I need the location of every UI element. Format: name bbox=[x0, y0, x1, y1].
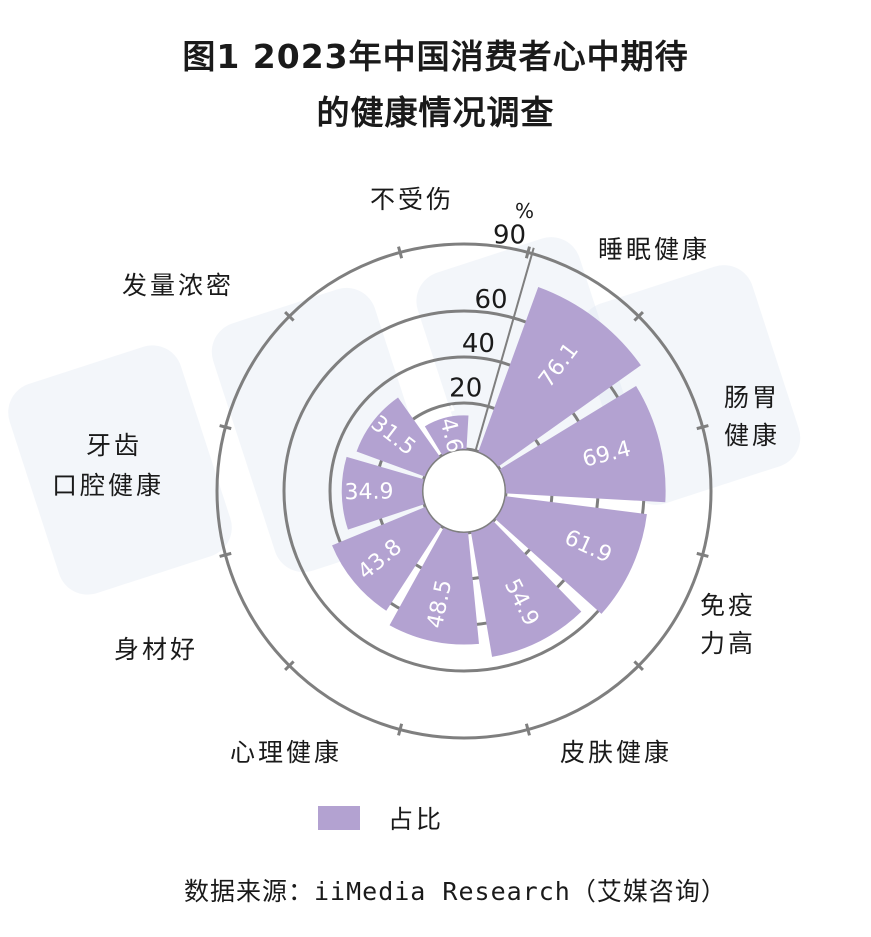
tick-label-40: 40 bbox=[462, 329, 495, 359]
bar-8 bbox=[424, 415, 469, 456]
chart-title-line2: 的健康情况调查 bbox=[316, 93, 555, 132]
tick-label-90: 90 bbox=[493, 221, 526, 251]
bar-1 bbox=[499, 385, 666, 503]
category-label-mental: 心理健康 bbox=[230, 738, 343, 767]
source-note: 数据来源：iiMedia Research（艾媒咨询） bbox=[184, 877, 727, 906]
outer-tick bbox=[524, 246, 531, 259]
category-label-sleep: 睡眠健康 bbox=[598, 235, 711, 264]
bar-5 bbox=[332, 507, 442, 611]
outer-tick bbox=[696, 424, 709, 431]
bar-2 bbox=[495, 496, 647, 614]
category-label-hair: 发量浓密 bbox=[122, 271, 235, 300]
tick-label-20: 20 bbox=[449, 373, 482, 403]
outer-tick bbox=[633, 660, 644, 671]
category-label-immune-2: 力高 bbox=[700, 629, 757, 658]
bar-6 bbox=[341, 456, 425, 530]
tick-label-60: 60 bbox=[475, 285, 508, 315]
bar-7 bbox=[356, 397, 440, 477]
category-label-gut-1: 肠胃 bbox=[724, 383, 781, 412]
bar-4 bbox=[389, 527, 479, 645]
bars bbox=[332, 287, 666, 657]
outer-tick bbox=[397, 246, 404, 259]
radial-ticks: 20 40 60 90% bbox=[449, 199, 534, 403]
category-label-body: 身材好 bbox=[114, 635, 199, 664]
outer-tick bbox=[397, 723, 404, 736]
category-label-skin: 皮肤健康 bbox=[560, 738, 673, 767]
legend: 占比 bbox=[318, 800, 444, 836]
outer-tick bbox=[633, 311, 644, 322]
category-label-immune-1: 免疫 bbox=[700, 591, 757, 620]
outer-tick bbox=[219, 424, 232, 431]
legend-swatch bbox=[318, 806, 360, 830]
outer-tick bbox=[696, 551, 709, 558]
bar-0 bbox=[478, 287, 641, 467]
unit-label: % bbox=[515, 199, 534, 223]
bar-3 bbox=[471, 521, 582, 657]
outer-tick bbox=[524, 723, 531, 736]
radial-axis bbox=[474, 247, 535, 451]
category-label-gut-2: 健康 bbox=[724, 421, 781, 450]
watermark bbox=[8, 237, 801, 595]
outer-tick bbox=[219, 551, 232, 558]
category-label-injury: 不受伤 bbox=[370, 185, 455, 214]
category-label-teeth-1: 牙齿 bbox=[86, 431, 143, 460]
watermark-shape bbox=[8, 345, 232, 595]
category-label-teeth-2: 口腔健康 bbox=[52, 471, 165, 500]
data-label-6: 34.9 bbox=[344, 479, 393, 505]
outer-tick bbox=[284, 311, 295, 322]
chart-title-line1: 图1 2023年中国消费者心中期待 bbox=[182, 37, 689, 76]
legend-label: 占比 bbox=[388, 805, 445, 834]
outer-tick bbox=[284, 660, 295, 671]
outer-ring bbox=[215, 242, 713, 740]
inner-ring bbox=[420, 447, 508, 535]
